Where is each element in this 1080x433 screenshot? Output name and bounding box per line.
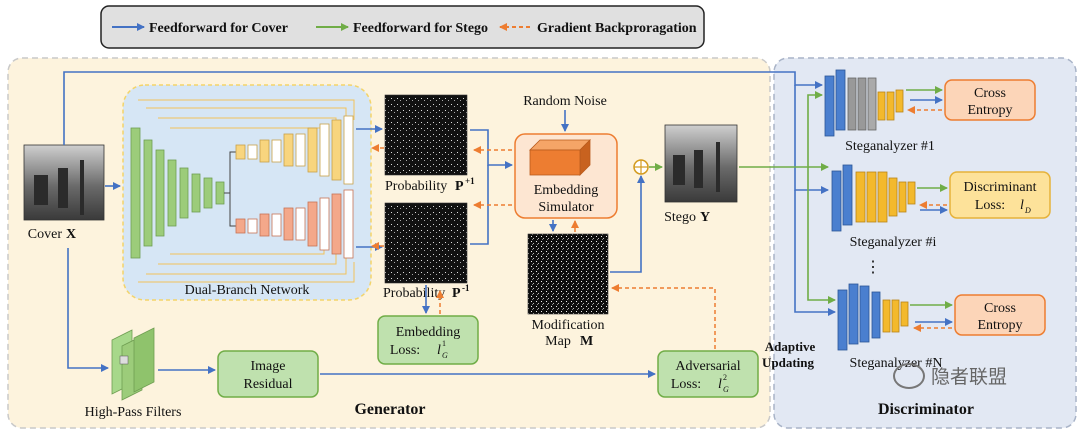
cross-entropy-1-box	[944, 79, 1036, 121]
cover-label: Cover	[28, 227, 63, 242]
adversarial-loss-sym: l	[718, 377, 722, 392]
adversarial-loss-label-1: Adversarial	[675, 359, 740, 374]
random-noise-label: Random Noise	[523, 94, 607, 109]
simulator-cube	[529, 139, 591, 176]
embedding-loss-sub: G	[442, 351, 448, 360]
cover-image-detail	[34, 160, 84, 215]
embedding-loss-label-1: Embedding	[396, 325, 461, 340]
adaptive-label-1: Adaptive	[765, 339, 816, 354]
generator-label: Generator	[354, 401, 425, 418]
modification-map-label-2: Map	[545, 334, 571, 349]
dual-branch-label: Dual-Branch Network	[185, 283, 310, 298]
prob-minus-var: P	[452, 286, 461, 301]
adversarial-loss-box	[657, 350, 759, 398]
high-pass-label: High-Pass Filters	[85, 405, 182, 420]
discriminant-loss-label-1: Discriminant	[963, 180, 1036, 195]
cover-arrows	[63, 71, 953, 378]
adversarial-loss-sub: G	[723, 385, 729, 394]
embedding-simulator-label-2: Simulator	[538, 200, 594, 215]
cover-var: X	[66, 227, 76, 242]
steganalyzer-1-label: Steganalyzer #1	[845, 139, 935, 154]
modification-map-label-1: Modification	[531, 318, 604, 333]
wechat-icon	[893, 362, 925, 389]
steganalyzer-1	[824, 69, 904, 137]
legend: Feedforward for Cover Feedforward for St…	[100, 5, 705, 49]
discriminant-loss-label-2: Loss:	[975, 198, 1005, 213]
adaptive-label-2: Updating	[762, 355, 815, 370]
adversarial-loss-label-2: Loss:	[671, 377, 701, 392]
cross-entropy-1-label-1: Cross	[974, 86, 1006, 101]
embedding-loss-box	[377, 315, 479, 365]
image-residual-label-2: Residual	[244, 377, 293, 392]
embedding-loss-label-2: Loss:	[390, 343, 420, 358]
image-residual-label-1: Image	[251, 359, 286, 374]
watermark-text: 隐者联盟	[931, 366, 1008, 388]
legend-gradient: Gradient Backproragation	[537, 21, 697, 36]
high-pass-filters	[111, 327, 155, 401]
image-residual-box	[217, 350, 319, 398]
prob-minus-label: Probability	[383, 286, 445, 301]
adversarial-loss-sup: 2	[723, 373, 727, 382]
prob-plus-var: P	[455, 179, 464, 194]
gradient-arrows	[371, 106, 952, 349]
stego-label: Stego	[664, 210, 696, 225]
steganalyzer-i	[831, 164, 916, 232]
stego-image-detail	[673, 142, 720, 192]
probability-minus-map	[384, 202, 468, 284]
steganalyzer-n	[837, 283, 909, 351]
probability-plus-map	[384, 94, 468, 176]
cross-entropy-n-label-1: Cross	[984, 301, 1016, 316]
discriminator-label: Discriminator	[878, 401, 974, 418]
stego-var: Y	[700, 210, 710, 225]
discriminant-loss-sub: D	[1024, 206, 1031, 215]
prob-plus-label: Probability	[385, 179, 447, 194]
prob-minus-sup: -1	[462, 283, 470, 293]
discriminant-loss-sym: l	[1020, 198, 1024, 213]
stego-arrows	[649, 86, 953, 309]
modification-map-var: M	[580, 334, 593, 349]
prob-plus-sup: +1	[465, 176, 475, 186]
embedding-loss-sym: l	[437, 343, 441, 358]
watermark: 隐者联盟	[893, 362, 1007, 389]
ellipsis: ⋮	[865, 259, 881, 276]
embedding-simulator-label-1: Embedding	[534, 183, 599, 198]
cross-entropy-n-label-2: Entropy	[977, 318, 1022, 333]
legend-stego: Feedforward for Stego	[353, 21, 488, 36]
embedding-loss-sup: 1	[442, 339, 446, 348]
modification-map	[527, 233, 609, 315]
legend-cover: Feedforward for Cover	[149, 21, 288, 36]
dual-branch-layers	[130, 99, 355, 283]
discriminant-loss-box	[949, 171, 1051, 219]
cross-entropy-n-box	[954, 294, 1046, 336]
steganalyzer-i-label: Steganalyzer #i	[850, 235, 937, 250]
cross-entropy-1-label-2: Entropy	[967, 103, 1012, 118]
